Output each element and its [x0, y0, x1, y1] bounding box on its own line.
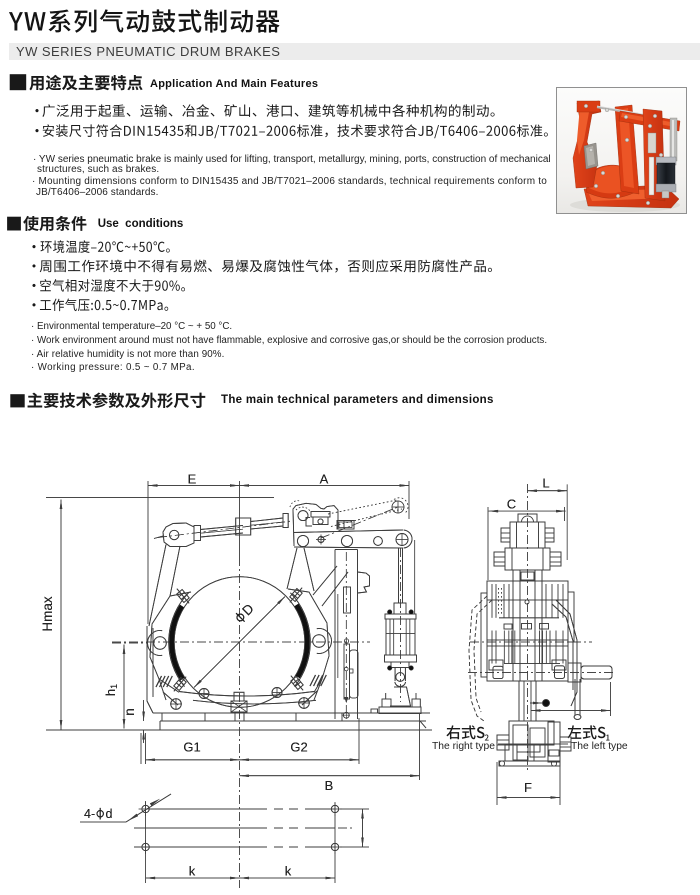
svg-text:k: k [189, 864, 196, 879]
svg-text:L: L [542, 476, 549, 491]
svg-text:A: A [320, 472, 329, 487]
svg-text:E: E [188, 472, 197, 487]
svg-text:n: n [122, 708, 137, 716]
svg-text:4-: 4- [84, 807, 95, 821]
svg-text:n: n [122, 708, 137, 716]
svg-text:B: B [325, 778, 334, 793]
svg-text:L: L [542, 476, 549, 491]
svg-text:h1: h1 [103, 684, 119, 696]
svg-text:F: F [524, 780, 532, 795]
svg-text:B: B [325, 778, 334, 793]
svg-text:G1: G1 [183, 740, 200, 755]
svg-text:Hmax: Hmax [40, 596, 55, 632]
svg-text:Hmax: Hmax [40, 596, 55, 632]
svg-text:A: A [320, 472, 329, 487]
svg-text:G1: G1 [183, 740, 200, 755]
svg-text:E: E [188, 472, 197, 487]
svg-text:C: C [507, 496, 516, 511]
svg-text:D: D [239, 601, 257, 619]
svg-text:d: d [106, 807, 113, 821]
svg-text:G2: G2 [290, 740, 307, 755]
svg-text:G2: G2 [290, 740, 307, 755]
svg-text:k: k [285, 864, 292, 879]
svg-text:F: F [524, 780, 532, 795]
svg-text:4-: 4- [84, 807, 95, 821]
svg-text:C: C [507, 496, 516, 511]
svg-text:k: k [189, 864, 196, 879]
svg-text:d: d [106, 807, 113, 821]
svg-text:k: k [285, 864, 292, 879]
